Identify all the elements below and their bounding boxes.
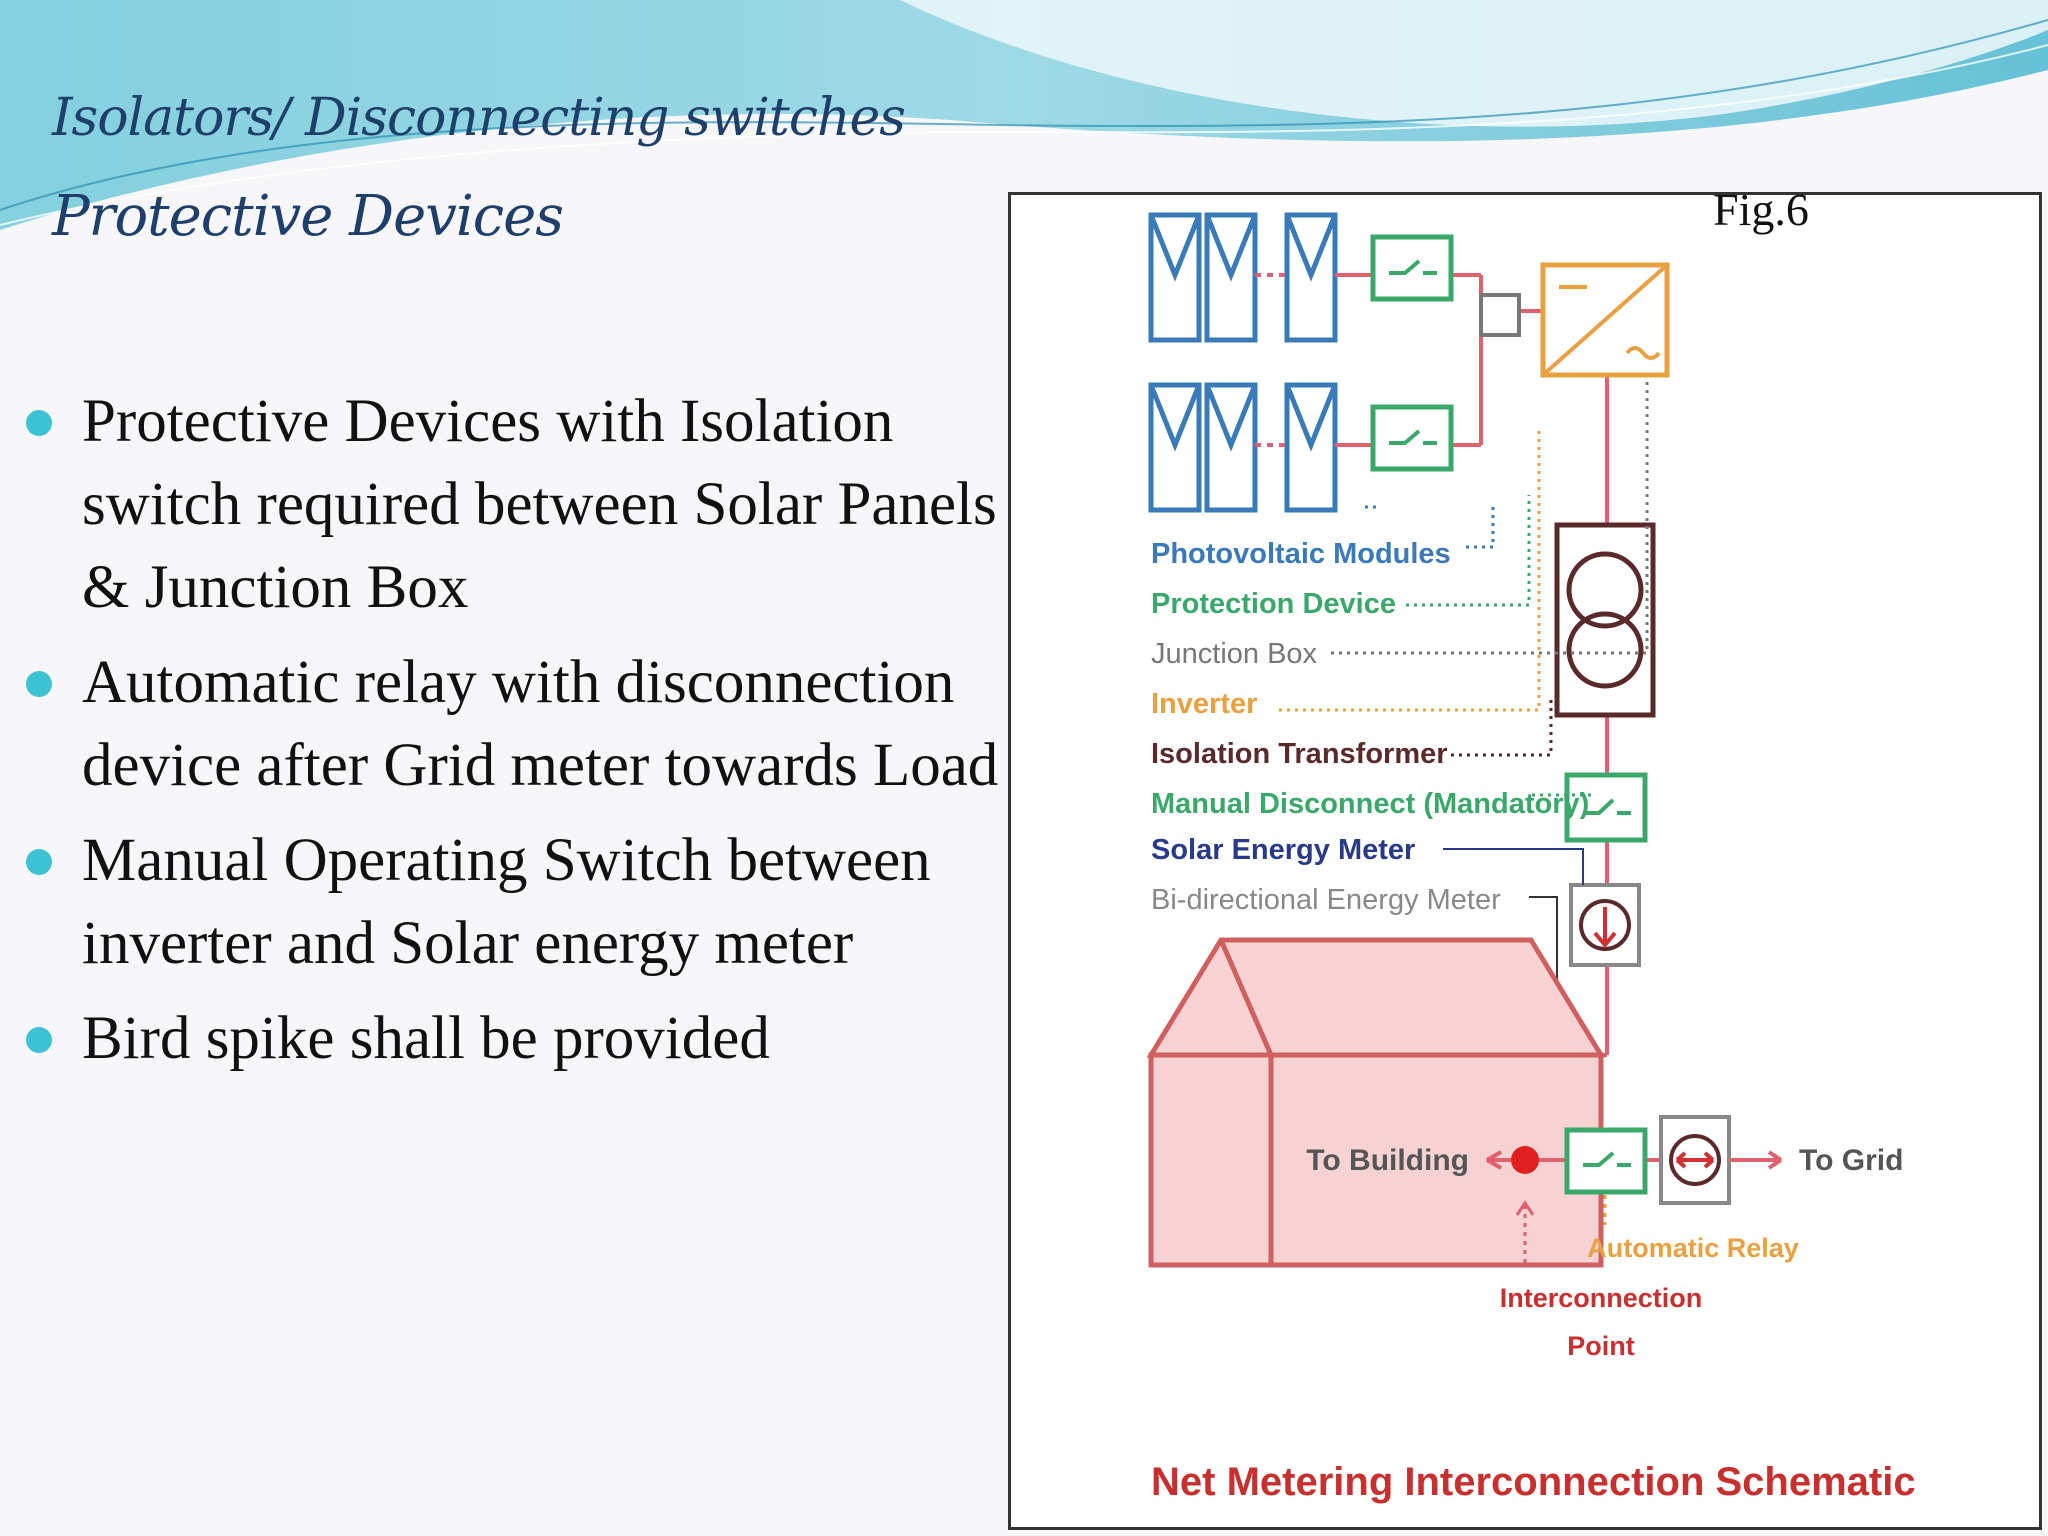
protection-device-icon [1370,404,1454,472]
net-metering-schematic: Fig.6 [1146,195,1916,1504]
legend-bidirectional-meter: Bi-directional Energy Meter [1151,884,1501,916]
bullet-item: Automatic relay with disconnection devic… [24,641,1014,807]
legend-protection-device: Protection Device [1151,588,1396,620]
header-wave-decoration [0,0,2048,230]
legend-leaders [1279,381,1649,797]
interconnection-label: Interconnection [1500,1283,1703,1313]
bullet-item: Protective Devices with Isolation switch… [24,380,1014,629]
bullet-text: Automatic relay with disconnection devic… [82,649,999,799]
bullet-text: Manual Operating Switch between inverter… [82,827,931,977]
bidirectional-meter-icon [1659,1115,1731,1205]
bullet-dot-icon [26,671,52,697]
legend-pv-modules: Photovoltaic Modules [1151,538,1451,570]
connection-labels: To Building To Grid [1306,1144,1903,1177]
interconnection-point-icon [1511,1146,1539,1174]
figure-label: Fig.6 [1713,195,1809,235]
bullet-dot-icon [26,1027,52,1053]
solar-meter-leader [1443,848,1584,885]
bullet-dot-icon [26,410,52,436]
pv-array-top [1148,212,1338,343]
pv-module-icon [1284,384,1338,452]
pv-module-icon [1204,384,1258,452]
pv-module-icon [1148,384,1202,452]
bullet-text: Bird spike shall be provided [82,1005,770,1072]
legend-inverter: Inverter [1151,688,1257,720]
building-icon [1146,937,1606,1268]
arrow-to-building-icon [1486,1150,1511,1170]
arrow-to-grid-icon [1729,1150,1783,1170]
protection-device-icon [1370,234,1454,302]
automatic-relay-label: Automatic Relay [1587,1233,1799,1263]
slide-title: Isolators/ Disconnecting switches [52,88,906,148]
bullet-item: Manual Operating Switch between inverter… [24,819,1014,985]
bullet-dot-icon [26,849,52,875]
legend: Photovoltaic Modules Protection Device J… [1151,538,1589,916]
isolation-transformer-icon [1554,522,1656,718]
legend-solar-meter: Solar Energy Meter [1151,834,1415,866]
solar-energy-meter-icon [1569,883,1641,967]
bullet-text: Protective Devices with Isolation switch… [82,388,997,621]
to-grid-label: To Grid [1799,1144,1903,1177]
to-building-label: To Building [1306,1144,1469,1177]
pv-module-icon [1284,214,1338,282]
pv-module-icon [1204,214,1258,282]
junction-box-icon [1479,293,1521,337]
slide-subtitle: Protective Devices [52,184,564,249]
pv-module-icon [1148,214,1202,282]
leader-arrow-icon [1515,1200,1535,1216]
bullet-item: Bird spike shall be provided [24,997,1014,1080]
legend-manual-disconnect: Manual Disconnect (Mandatory) [1151,788,1589,820]
legend-isolation-transformer: Isolation Transformer [1151,738,1448,770]
bullet-list: Protective Devices with Isolation switch… [24,380,1014,1092]
manual-disconnect-icon [1564,772,1648,843]
automatic-relay-icon [1564,1127,1648,1195]
inverter-icon [1540,262,1670,378]
legend-junction-box: Junction Box [1151,638,1318,670]
interconnection-point-label: Point [1567,1331,1635,1361]
relay-labels: Automatic Relay Interconnection Point [1500,1233,1799,1361]
schematic-figure: Fig.6 [1008,192,2042,1530]
pv-array-bottom [1148,382,1338,513]
figure-caption: Net Metering Interconnection Schematic [1151,1460,1916,1504]
